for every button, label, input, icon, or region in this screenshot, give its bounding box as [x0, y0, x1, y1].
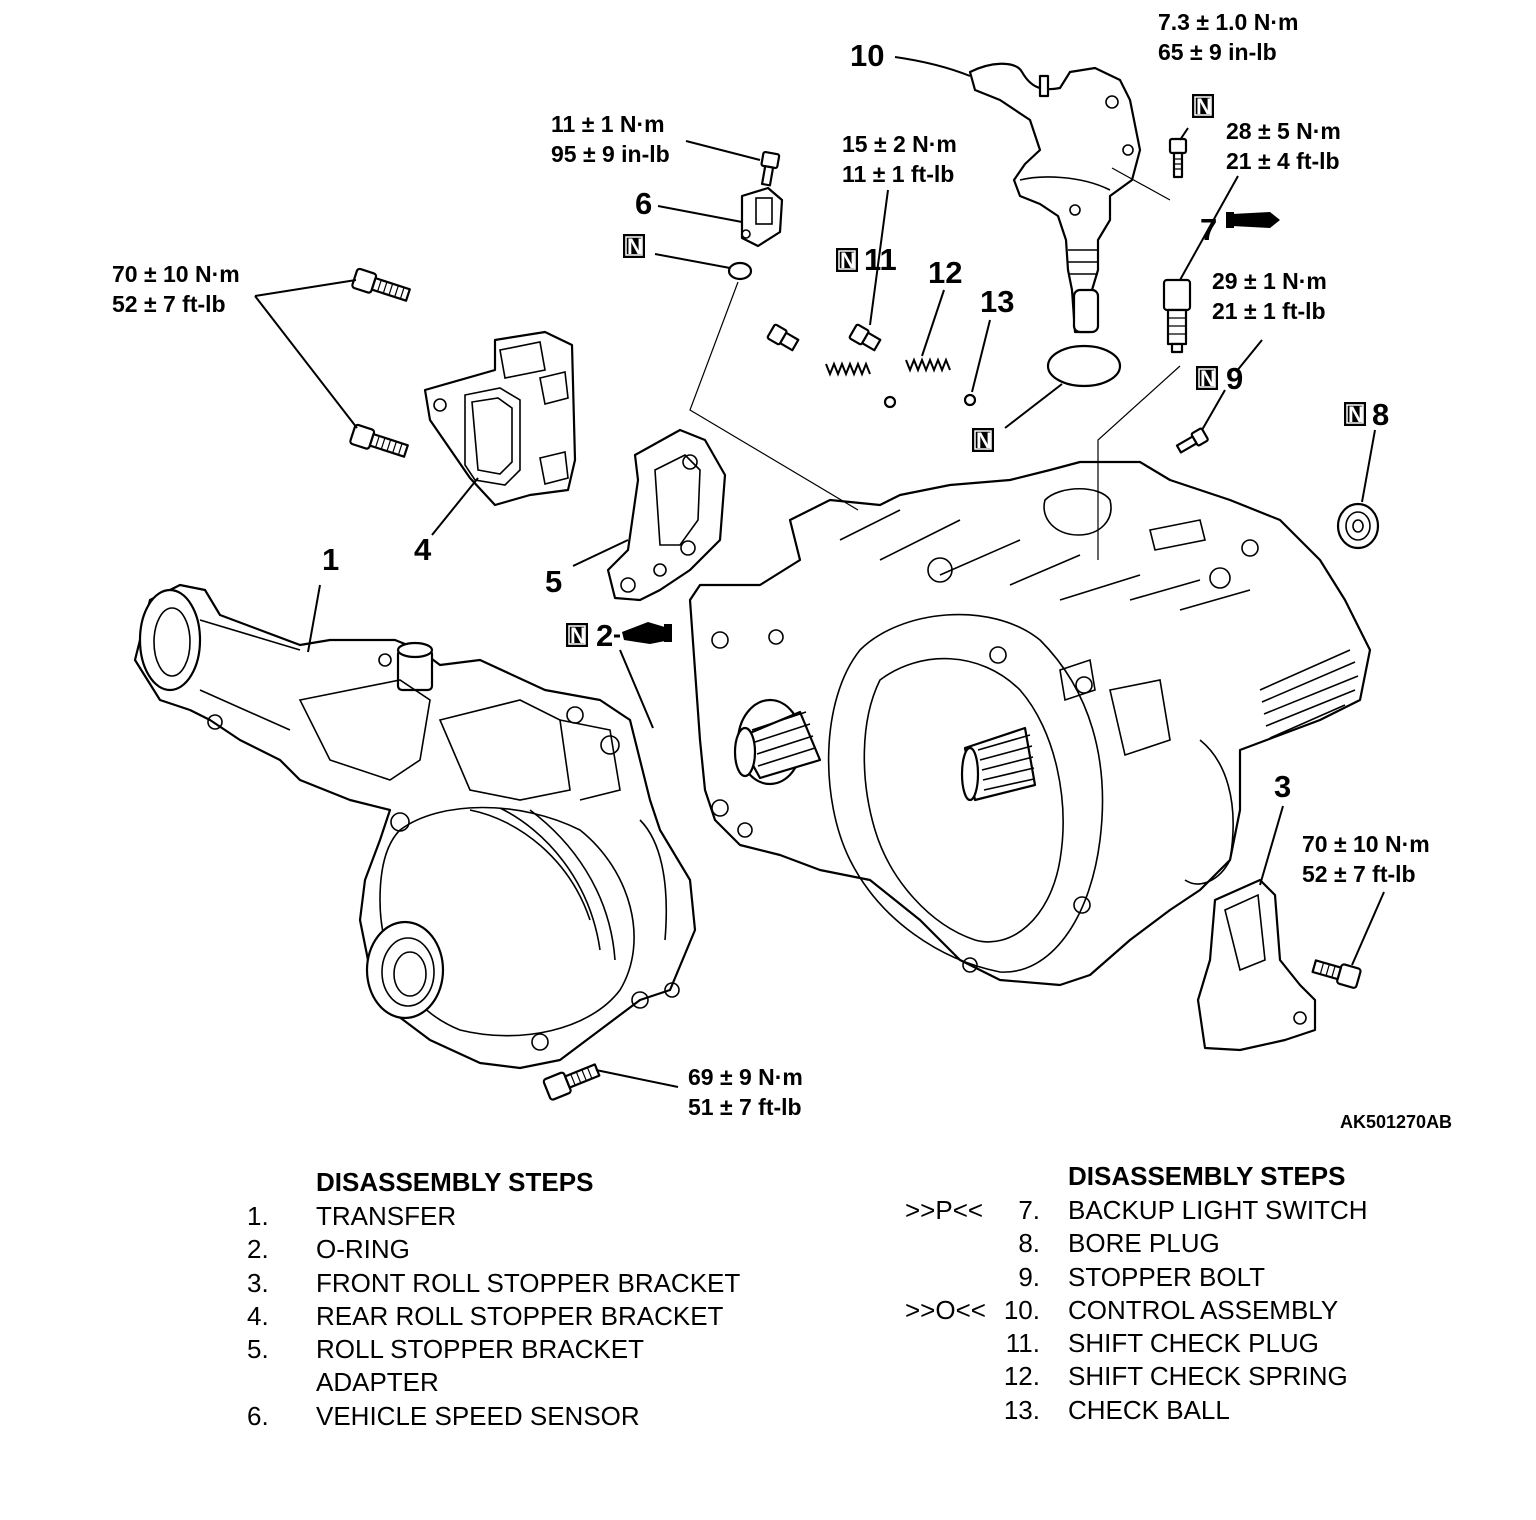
stopper-bolt — [1175, 427, 1209, 454]
callout-1: 1 — [322, 542, 339, 577]
vehicle-speed-sensor — [740, 186, 784, 248]
svg-text:N: N — [976, 428, 992, 453]
torque-speed-sensor-bolt: 11 ± 1 N·m 95 ± 9 in-lb — [551, 111, 670, 167]
torque-control-bolt: 7.3 ± 1.0 N·m 65 ± 9 in-lb — [1158, 9, 1298, 65]
sealant-icon — [1226, 212, 1280, 228]
control-assembly-o-ring — [1046, 344, 1122, 388]
callout-10: 10 — [850, 38, 884, 73]
output-shaft — [733, 698, 822, 786]
steps-header: DISASSEMBLY STEPS — [1068, 1161, 1346, 1191]
n-mark: N — [1192, 94, 1214, 119]
svg-text:N: N — [840, 248, 856, 273]
n-mark: N — [1196, 366, 1218, 391]
step-row: 13.CHECK BALL — [1003, 1394, 1230, 1425]
control-assembly — [968, 62, 1142, 334]
sealant-icon-o-ring — [614, 622, 672, 644]
svg-text:21 ± 4 ft-lb: 21 ± 4 ft-lb — [1226, 148, 1340, 174]
steps-header: DISASSEMBLY STEPS — [316, 1167, 594, 1197]
input-shaft — [960, 726, 1037, 802]
torque-backup-light-switch: 28 ± 5 N·m 21 ± 4 ft-lb — [1226, 118, 1341, 174]
callout-3: 3 — [1274, 769, 1291, 804]
step-row: 6.VEHICLE SPEED SENSOR — [247, 1400, 640, 1431]
callout-6: 6 — [635, 186, 652, 221]
svg-text:15 ± 2 N·m: 15 ± 2 N·m — [842, 131, 957, 157]
svg-text:11 ± 1 ft-lb: 11 ± 1 ft-lb — [842, 161, 954, 187]
svg-text:21 ± 1 ft-lb: 21 ± 1 ft-lb — [1212, 298, 1326, 324]
backup-light-switch — [1162, 278, 1192, 354]
svg-text:7.3 ± 1.0 N·m: 7.3 ± 1.0 N·m — [1158, 9, 1298, 35]
bore-plug — [1336, 502, 1380, 550]
bolt-speed-sensor — [760, 150, 781, 187]
svg-text:28 ± 5 N·m: 28 ± 5 N·m — [1226, 118, 1341, 144]
torque-stopper-bolt: 29 ± 1 N·m 21 ± 1 ft-lb — [1212, 268, 1327, 324]
callout-4: 4 — [414, 532, 432, 567]
n-mark: N — [1344, 402, 1366, 427]
step-row: 9.STOPPER BOLT — [1018, 1261, 1265, 1292]
callout-7: 7 — [1200, 212, 1217, 247]
svg-text:N: N — [627, 234, 643, 259]
step-row: 1.TRANSFER — [247, 1201, 457, 1231]
svg-text:70 ± 10 N·m: 70 ± 10 N·m — [112, 261, 240, 287]
step-row: 12.SHIFT CHECK SPRING — [1003, 1361, 1348, 1392]
shift-check-plug — [848, 323, 882, 352]
transfer-assembly — [133, 583, 697, 1070]
svg-text:N: N — [570, 623, 586, 648]
check-ball — [963, 393, 977, 407]
step-row: 4.REAR ROLL STOPPER BRACKET — [247, 1300, 724, 1331]
front-roll-stopper-bracket — [1196, 878, 1317, 1052]
step-row: 2.O-RING — [247, 1234, 410, 1265]
n-mark: N — [623, 234, 645, 259]
torque-front-bracket-bolt: 70 ± 10 N·m 52 ± 7 ft-lb — [1302, 831, 1430, 887]
n-mark: N — [972, 428, 994, 453]
step-row: 11.SHIFT CHECK PLUG — [1005, 1328, 1319, 1359]
svg-text:51 ± 7 ft-lb: 51 ± 7 ft-lb — [688, 1094, 802, 1120]
exploded-view-diagram: 1 2 3 4 5 6 7 8 9 10 11 12 13 N N N N N … — [112, 9, 1452, 1132]
callout-11: 11 — [864, 242, 897, 277]
svg-text:29 ± 1 N·m: 29 ± 1 N·m — [1212, 268, 1327, 294]
bolt-front-bracket — [1311, 959, 1362, 989]
shift-check-spring — [905, 357, 951, 373]
check-ball-left — [883, 395, 897, 409]
svg-text:11 ± 1 N·m: 11 ± 1 N·m — [551, 111, 665, 137]
bolt-transfer — [542, 1063, 601, 1101]
svg-text:65 ± 9 in-lb: 65 ± 9 in-lb — [1158, 39, 1277, 65]
step-row: 8.BORE PLUG — [1018, 1228, 1220, 1259]
callout-8: 8 — [1372, 397, 1389, 432]
step-row: >>P<<7.BACKUP LIGHT SWITCH — [905, 1195, 1368, 1225]
svg-text:69 ± 9 N·m: 69 ± 9 N·m — [688, 1064, 803, 1090]
step-row: 3.FRONT ROLL STOPPER BRACKET — [247, 1267, 741, 1298]
torque-rear-bracket-bolt: 70 ± 10 N·m 52 ± 7 ft-lb — [112, 261, 240, 317]
step-row: 5.ROLL STOPPER BRACKET — [247, 1334, 644, 1365]
bolt-rear-bracket-lower — [349, 423, 409, 458]
bolt-rear-bracket-upper — [351, 267, 411, 302]
leader-lines — [254, 56, 1385, 1088]
step-row: >>O<<10.CONTROL ASSEMBLY — [905, 1294, 1339, 1325]
callout-12: 12 — [928, 255, 962, 290]
o-ring-speed-sensor — [727, 261, 753, 281]
callout-2: 2 — [596, 618, 613, 653]
svg-text:52 ± 7 ft-lb: 52 ± 7 ft-lb — [1302, 861, 1416, 887]
svg-text:70 ± 10 N·m: 70 ± 10 N·m — [1302, 831, 1430, 857]
transmission-case — [688, 460, 1372, 987]
callout-13: 13 — [980, 284, 1014, 319]
torque-shift-check-plug: 15 ± 2 N·m 11 ± 1 ft-lb — [842, 131, 957, 187]
roll-stopper-bracket-adapter — [606, 428, 727, 602]
svg-text:N: N — [1196, 94, 1212, 119]
torque-transfer-bolt: 69 ± 9 N·m 51 ± 7 ft-lb — [688, 1064, 803, 1120]
n-mark: N — [566, 623, 588, 648]
bolt-control-assembly — [1168, 137, 1188, 179]
figure-id: AK501270AB — [1340, 1112, 1452, 1132]
callout-5: 5 — [545, 564, 562, 599]
rear-roll-stopper-bracket — [423, 330, 577, 507]
callout-9: 9 — [1226, 361, 1243, 396]
svg-text:95 ± 9 in-lb: 95 ± 9 in-lb — [551, 141, 670, 167]
svg-text:N: N — [1348, 402, 1364, 427]
step-row: ADAPTER — [316, 1367, 439, 1398]
n-mark: N — [836, 248, 858, 273]
svg-text:N: N — [1200, 366, 1216, 391]
shift-check-spring-left — [825, 361, 871, 377]
svg-text:52 ± 7 ft-lb: 52 ± 7 ft-lb — [112, 291, 226, 317]
shift-check-plug-left — [766, 323, 800, 352]
